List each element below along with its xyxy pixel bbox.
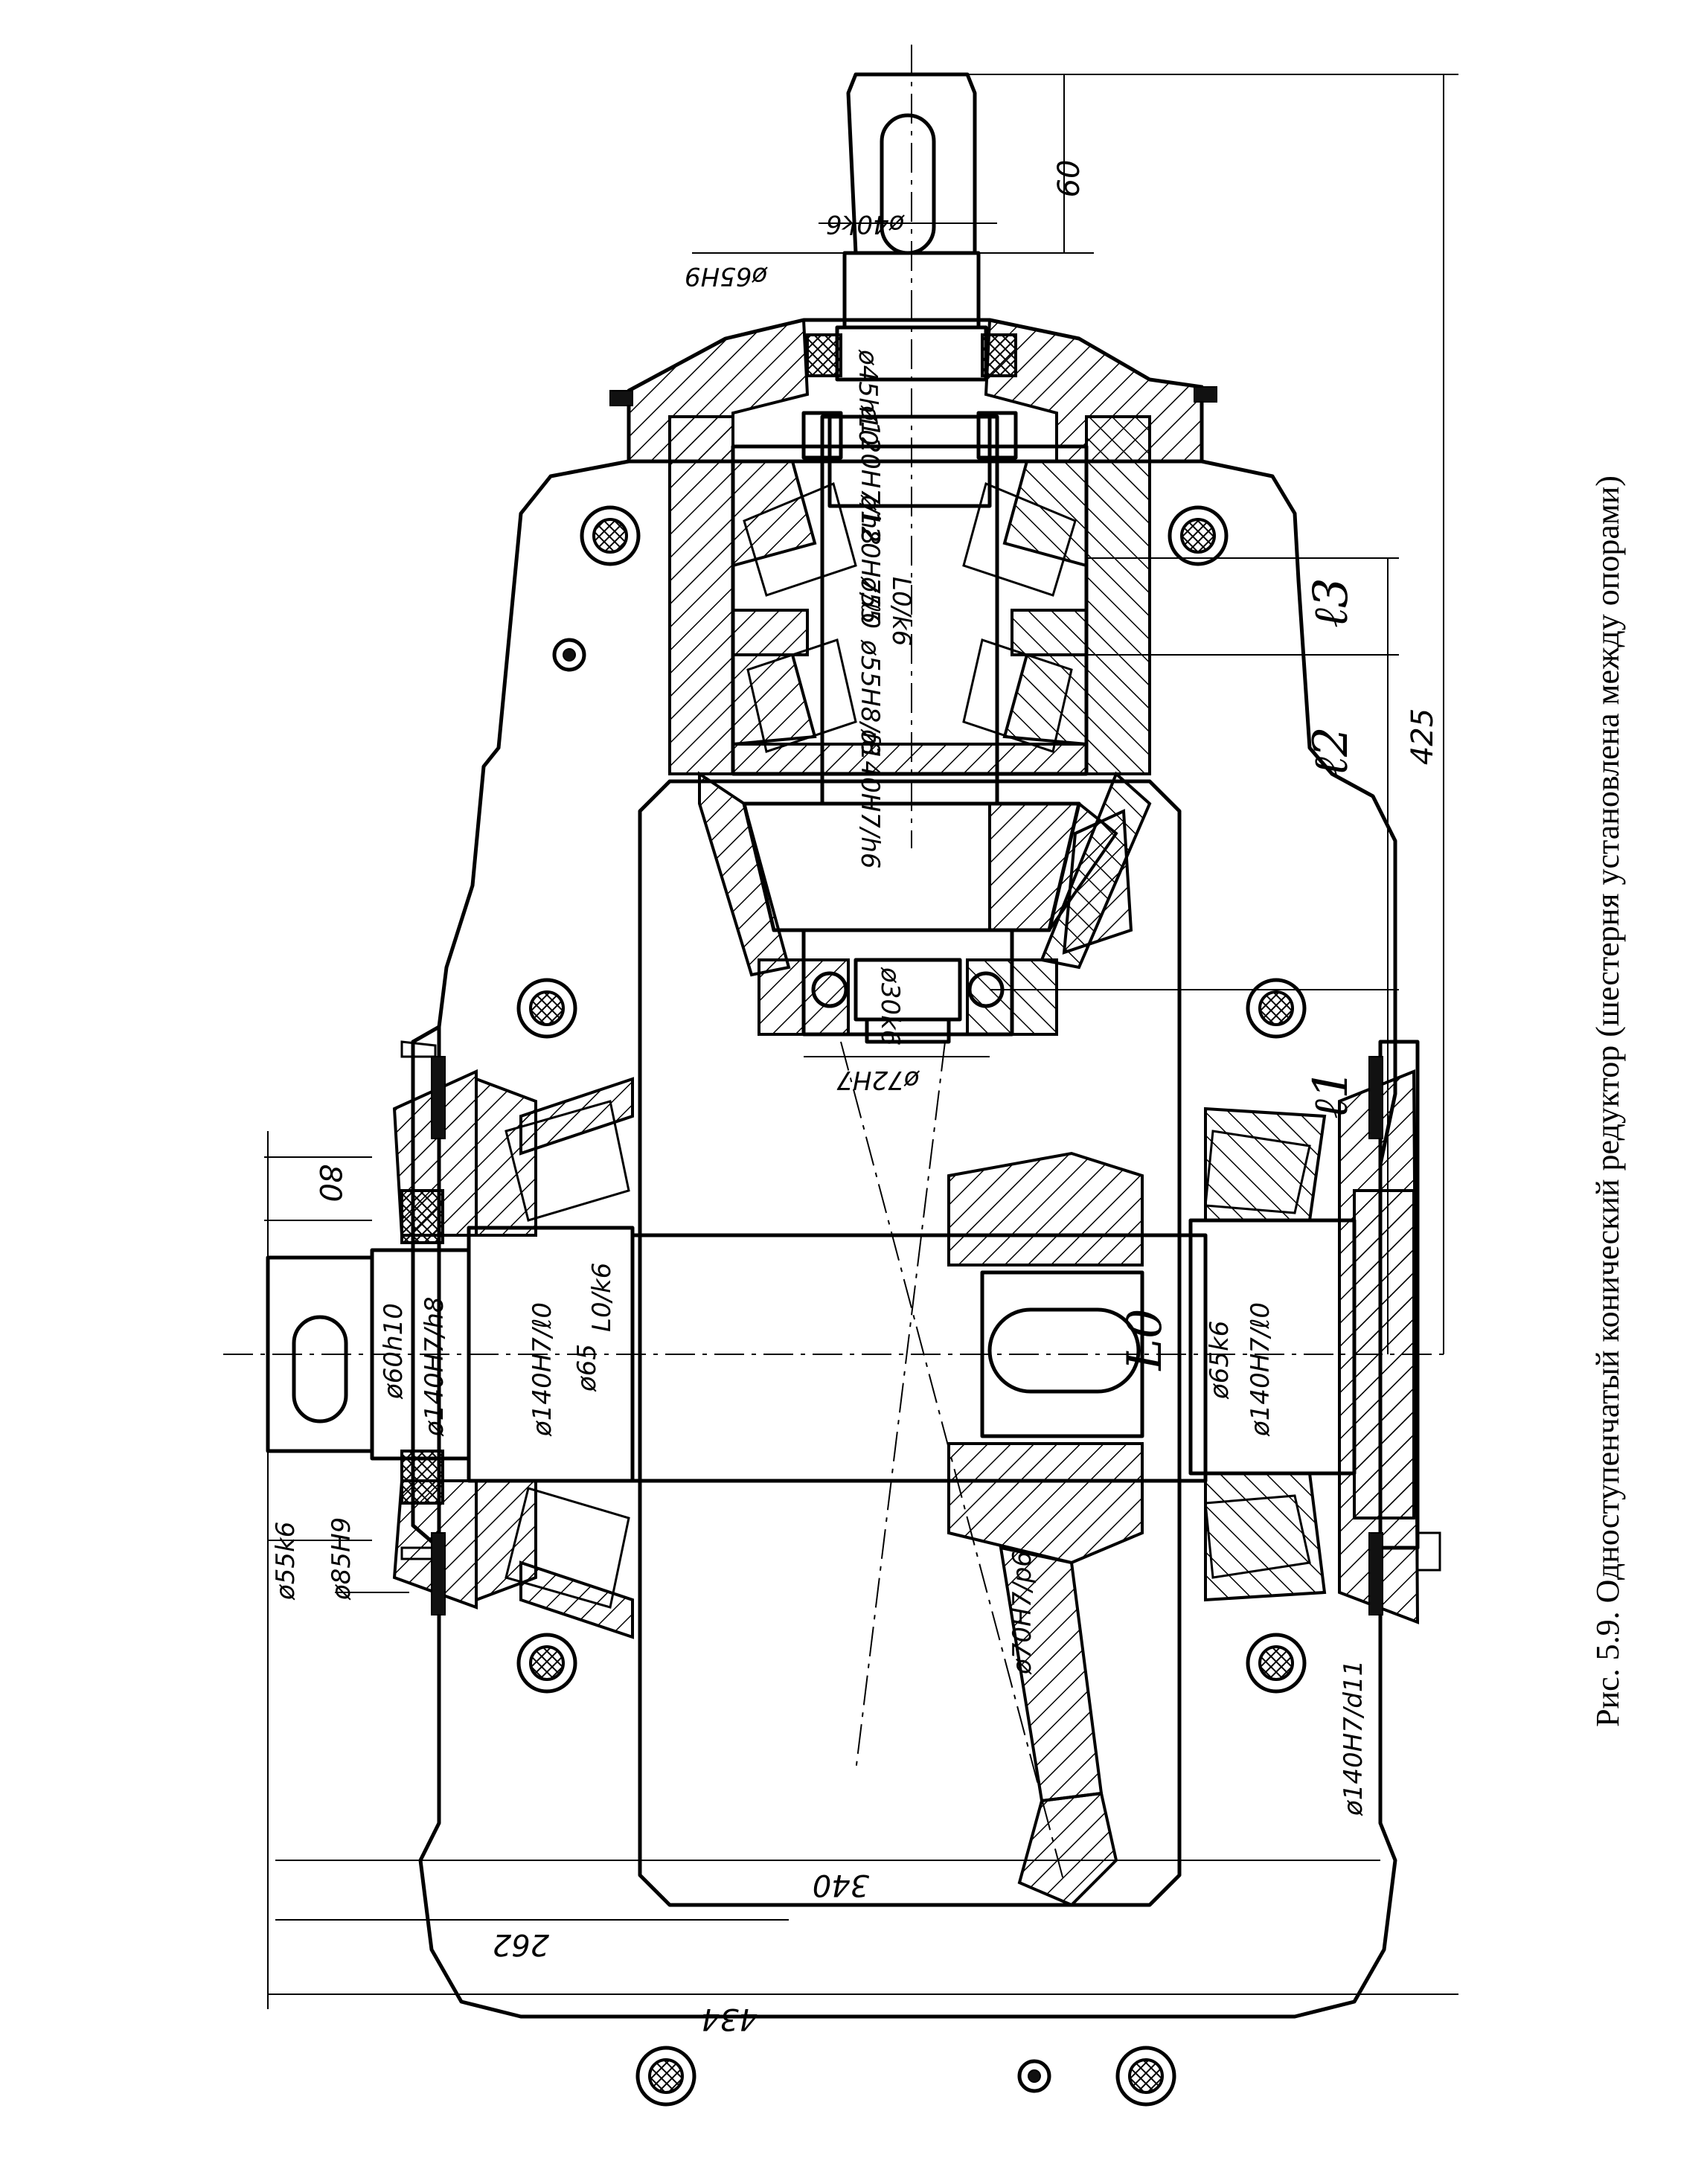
dim-d40k6: ø40k6 [826,209,905,239]
dimension-labels: ø40k6 ø65H9 60 ø45h10 ø120H7/h8 ø120H7/ℓ… [271,160,1440,2036]
bolt-icon [580,505,641,566]
dim-425: 425 [1406,708,1440,765]
bolt-icon [1115,2046,1176,2107]
dim-l0-gear: L0 [1118,1308,1173,1371]
dim-80: 80 [313,1165,347,1203]
dim-d65h9-top: ø65H9 [685,261,768,291]
bevel-wheel [840,808,1144,1907]
dim-d55: ø55 [855,576,885,624]
dim-l3: ℓ3 [1304,577,1359,627]
bolt-icon [516,978,577,1039]
dim-d70h7p6: ø70H7/p6 [1008,1551,1037,1675]
output-shaft [223,1056,1451,1639]
dim-d120h7h8: ø120H7/h8 [855,405,885,545]
bolt-icon [1246,1633,1307,1694]
dim-d45h10: ø45h10 [853,349,883,446]
dim-d65k6: ø65k6 [1205,1321,1234,1400]
figure-caption: Рис. 5.9. Одноступенчатый конический ред… [1589,475,1626,1727]
dim-d55h8f8: ø55H8/f8 [855,639,885,756]
dim-d140h7l0-right: ø140H7/ℓ0 [1246,1302,1275,1437]
dimension-lines [264,74,1458,2009]
dim-d60h10: ø60h10 [379,1303,409,1400]
bolt-holes [516,505,1307,2107]
bolt-icon [1017,2059,1051,2093]
dim-340: 340 [813,1868,869,1902]
dim-d55k6: ø55k6 [271,1522,301,1601]
dim-l1: ℓ1 [1304,1069,1359,1118]
dim-d140h7d11: ø140H7/d11 [1339,1660,1368,1816]
bolt-icon [635,2046,696,2107]
dim-l0-k6-stack: L0/k6 [886,577,916,646]
bolt-icon [516,1633,577,1694]
dim-d140h7h8: ø140H7/h8 [420,1296,449,1437]
bolt-icon [1246,978,1307,1039]
dim-262: 262 [493,1927,549,1962]
dim-d140h7h6: ø140H7/h6 [855,728,885,869]
bolt-icon [552,638,586,672]
dim-d30k6: ø30k6 [875,967,905,1045]
pinion-sleeve [668,411,1151,806]
dim-d85h9: ø85H9 [327,1517,356,1601]
dim-l0-k6-stack2: L0/k6 [587,1263,617,1332]
dim-l2: ℓ2 [1304,726,1359,776]
dim-434: 434 [701,2002,758,2036]
dim-d120h7l0: ø120H7/ℓ0 [855,494,885,629]
bolt-icon [1168,505,1229,566]
dim-d140h7l0-left: ø140H7/ℓ0 [528,1302,557,1437]
dim-60: 60 [1052,160,1086,198]
dim-d72h7: ø72H7 [836,1065,920,1095]
dim-d65: ø65 [572,1344,602,1392]
